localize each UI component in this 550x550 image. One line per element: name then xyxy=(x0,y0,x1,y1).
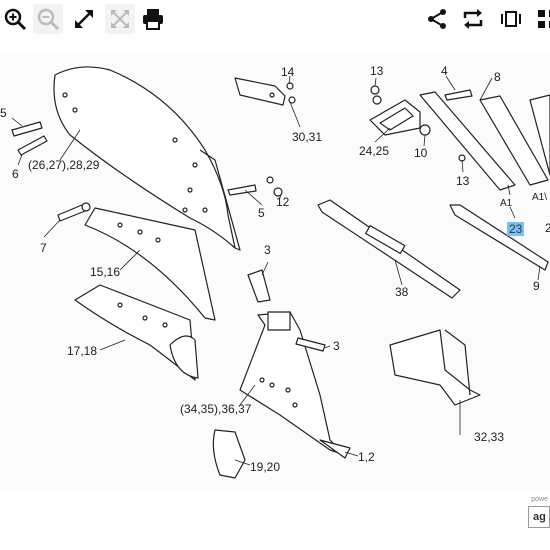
exploded-view-drawing xyxy=(11,66,550,479)
grid-icon[interactable] xyxy=(532,4,550,34)
expand-icon[interactable] xyxy=(69,4,99,34)
callout-7[interactable]: 7 xyxy=(40,241,47,255)
brand-logo[interactable]: ag xyxy=(528,506,550,528)
toolbar xyxy=(0,0,550,42)
callout-23-highlighted[interactable]: 23 xyxy=(507,222,525,236)
callout-5a[interactable]: 5 xyxy=(0,106,7,120)
callout-38[interactable]: 38 xyxy=(395,285,409,299)
view-columns-icon[interactable] xyxy=(496,4,526,34)
callout-9[interactable]: 9 xyxy=(533,279,540,293)
callout-3a[interactable]: 3 xyxy=(264,243,271,257)
callout-4[interactable]: 4 xyxy=(441,64,448,78)
callout-15-16[interactable]: 15,16 xyxy=(90,265,121,279)
callout-10[interactable]: 10 xyxy=(414,146,428,160)
callout-3b[interactable]: 3 xyxy=(333,339,340,353)
repeat-icon[interactable] xyxy=(458,4,488,34)
callout-24-25[interactable]: 24,25 xyxy=(359,144,390,158)
callout-6[interactable]: 6 xyxy=(12,167,19,181)
callout-13b[interactable]: 13 xyxy=(456,174,470,188)
callout-26-29[interactable]: (26,27),28,29 xyxy=(28,158,100,172)
parts-diagram: 5 6 (26,27),28,29 14 30,31 13 24,25 4 8 … xyxy=(0,52,550,492)
callout-8[interactable]: 8 xyxy=(494,70,501,84)
fit-screen-icon[interactable] xyxy=(105,4,135,34)
print-icon[interactable] xyxy=(138,4,168,34)
callout-5b[interactable]: 5 xyxy=(258,206,265,220)
callout-2[interactable]: 2 xyxy=(545,221,550,235)
zoom-in-icon[interactable] xyxy=(0,4,30,34)
callout-14[interactable]: 14 xyxy=(281,65,295,79)
callout-19-20[interactable]: 19,20 xyxy=(250,460,281,474)
callout-12[interactable]: 12 xyxy=(276,195,290,209)
callout-a1-b[interactable]: A1\ xyxy=(532,192,548,203)
callout-13a[interactable]: 13 xyxy=(370,64,384,78)
footer-branding: powe ag xyxy=(490,490,550,550)
callout-34-37[interactable]: (34,35),36,37 xyxy=(180,402,252,416)
callout-30-31[interactable]: 30,31 xyxy=(292,130,323,144)
powered-by-text: powe xyxy=(531,496,548,503)
callout-1-2[interactable]: 1,2 xyxy=(358,450,375,464)
callout-32-33[interactable]: 32,33 xyxy=(474,430,505,444)
zoom-out-icon[interactable] xyxy=(33,4,63,34)
callout-a1[interactable]: A1 xyxy=(500,198,513,209)
share-icon[interactable] xyxy=(422,4,452,34)
callout-17-18[interactable]: 17,18 xyxy=(67,344,98,358)
